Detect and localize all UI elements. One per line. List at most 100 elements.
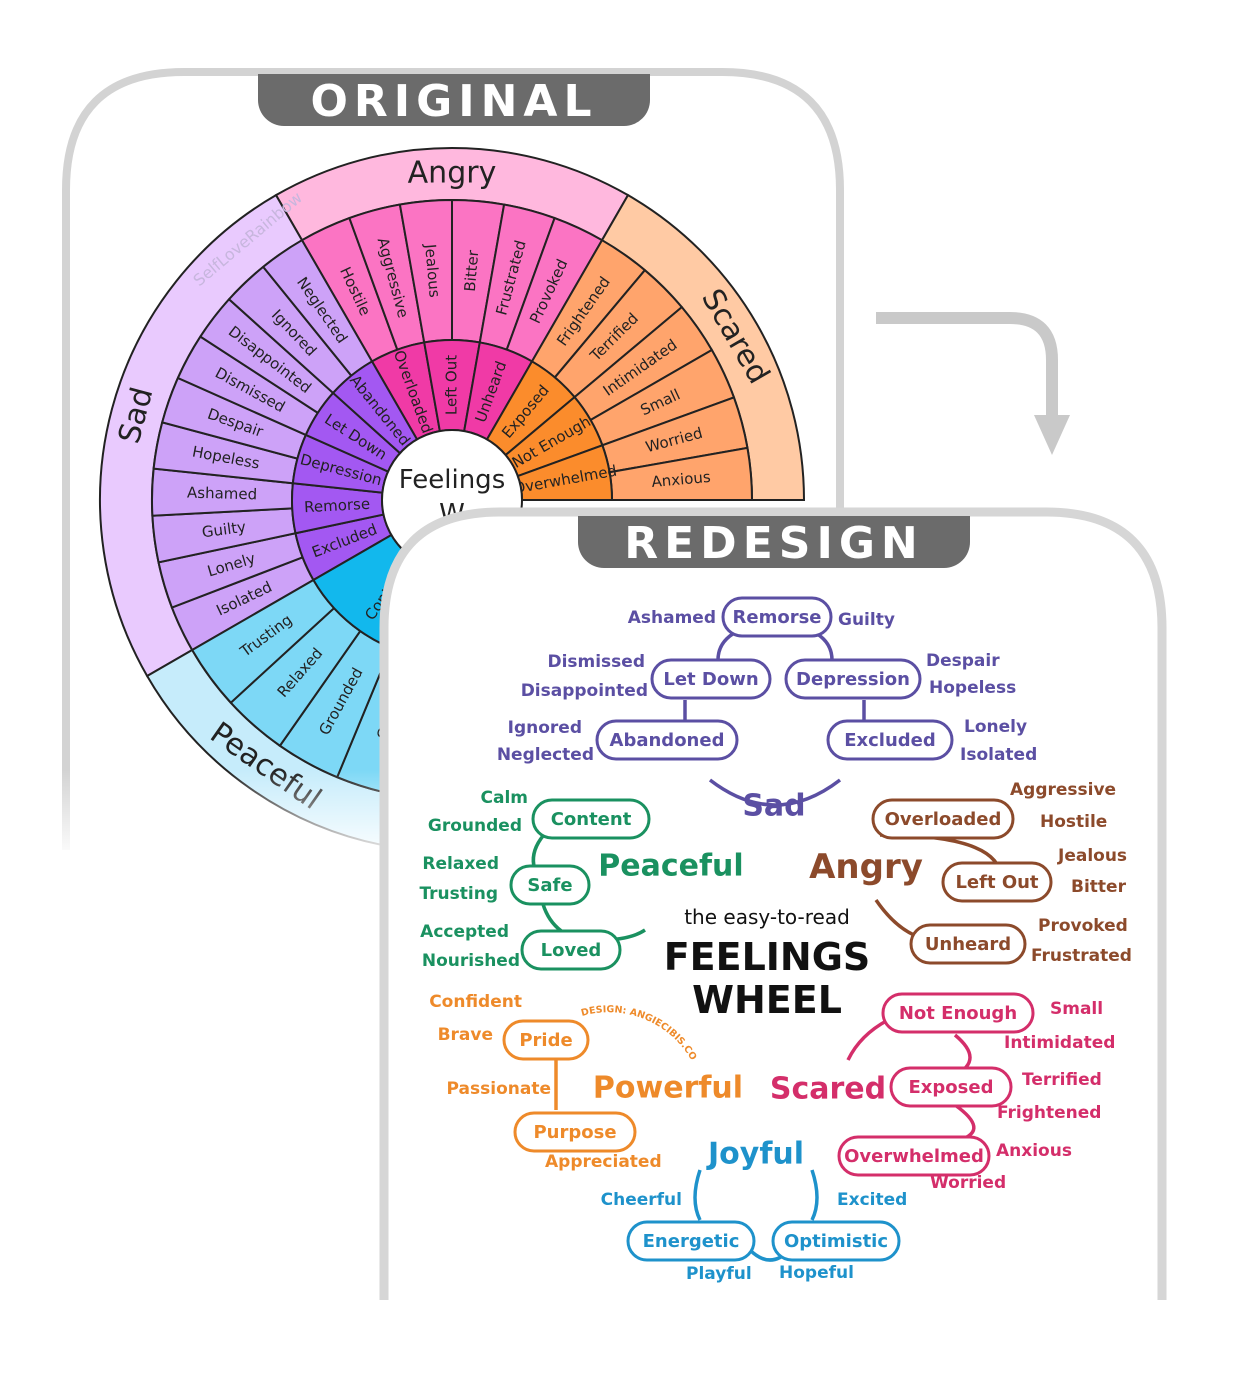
- redesign-word-nourished: Nourished: [422, 951, 520, 971]
- redesign-node-excluded: [826, 719, 954, 761]
- redesign-node-label-safe: Safe: [527, 875, 572, 896]
- original-center-label: Feelings: [399, 465, 506, 495]
- redesign-subtitle: the easy-to-read: [684, 905, 850, 929]
- redesign-word-bitter: Bitter: [1071, 877, 1127, 897]
- redesign-node-energetic: [626, 1220, 756, 1262]
- redesign-node-label-overwhelmed: Overwhelmed: [844, 1146, 984, 1167]
- redesign-node-label-optimistic: Optimistic: [784, 1231, 888, 1252]
- redesign-word-playful: Playful: [686, 1264, 752, 1284]
- redesign-node-label-not-enough: Not Enough: [899, 1003, 1017, 1024]
- redesign-word-relaxed: Relaxed: [422, 854, 499, 874]
- redesign-node-label-exposed: Exposed: [909, 1077, 994, 1098]
- redesign-word-brave: Brave: [438, 1025, 493, 1045]
- redesign-connector: [846, 1018, 889, 1061]
- redesign-node-not-enough: [881, 992, 1035, 1034]
- original-mid-label-remorse: Remorse: [304, 495, 371, 516]
- redesign-node-purpose: [513, 1111, 637, 1153]
- redesign-node-label-unheard: Unheard: [925, 934, 1011, 955]
- redesign-node-label-loved: Loved: [541, 940, 602, 961]
- redesign-node-loved: [520, 929, 622, 971]
- redesign-word-anxious: Anxious: [996, 1141, 1072, 1161]
- original-outer-label-bitter: Bitter: [461, 248, 483, 292]
- redesign-node-unheard: [909, 923, 1027, 965]
- redesign-node-label-pride: Pride: [519, 1030, 572, 1051]
- redesign-arrow-icon: [876, 312, 1070, 455]
- redesign-word-hopeful: Hopeful: [779, 1263, 854, 1283]
- redesign-node-pride: [502, 1019, 590, 1061]
- redesign-word-ignored: Ignored: [508, 718, 582, 738]
- redesign-word-despair: Despair: [926, 651, 1000, 671]
- redesign-word-frightened: Frightened: [997, 1103, 1101, 1123]
- original-mid-label-left-out: Left Out: [443, 355, 461, 415]
- redesign-connector: [810, 1169, 819, 1221]
- redesign-node-overloaded: [871, 798, 1015, 840]
- redesign-word-guilty: Guilty: [838, 610, 895, 630]
- redesign-category-label-powerful: Powerful: [593, 1071, 743, 1106]
- redesign-node-label-energetic: Energetic: [643, 1231, 740, 1252]
- redesign-word-confident: Confident: [429, 992, 522, 1012]
- redesign-node-left-out: [941, 861, 1053, 903]
- redesign-connector: [708, 778, 842, 807]
- redesign-word-ashamed: Ashamed: [628, 608, 716, 628]
- redesign-node-label-depression: Depression: [796, 669, 910, 690]
- redesign-word-trusting: Trusting: [419, 884, 498, 904]
- redesign-node-label-excluded: Excluded: [844, 730, 936, 751]
- redesign-word-calm: Calm: [481, 788, 529, 808]
- redesign-node-overwhelmed: [837, 1135, 991, 1177]
- redesign-word-worried: Worried: [930, 1173, 1006, 1193]
- redesign-node-exposed: [889, 1066, 1013, 1108]
- redesign-word-disappointed: Disappointed: [521, 681, 648, 701]
- redesign-word-small: Small: [1050, 999, 1103, 1019]
- redesign-word-isolated: Isolated: [960, 745, 1037, 765]
- redesign-word-lonely: Lonely: [964, 717, 1027, 737]
- redesign-category-label-scared: Scared: [770, 1072, 886, 1107]
- redesign-word-appreciated: Appreciated: [545, 1152, 662, 1172]
- redesign-node-label-remorse: Remorse: [733, 607, 822, 628]
- original-outer-label-ashamed: Ashamed: [187, 484, 258, 504]
- redesign-badge-label: REDESIGN: [624, 518, 924, 569]
- redesign-word-intimidated: Intimidated: [1004, 1033, 1115, 1053]
- redesign-node-label-left-out: Left Out: [955, 872, 1038, 893]
- redesign-word-hostile: Hostile: [1040, 812, 1107, 832]
- redesign-node-safe: [509, 864, 591, 906]
- redesign-word-cheerful: Cheerful: [601, 1190, 682, 1210]
- original-category-angry: Angry: [408, 156, 497, 191]
- redesign-word-frustrated: Frustrated: [1031, 946, 1132, 966]
- original-outer-label-anxious: Anxious: [651, 468, 712, 491]
- redesign-word-aggressive: Aggressive: [1010, 780, 1116, 800]
- redesign-connector: [693, 1169, 702, 1221]
- redesign-category-label-peaceful: Peaceful: [598, 849, 743, 884]
- redesign-title-line2: WHEEL: [692, 978, 842, 1022]
- redesign-word-accepted: Accepted: [420, 922, 509, 942]
- redesign-node-abandoned: [595, 719, 739, 761]
- redesign-word-excited: Excited: [837, 1190, 907, 1210]
- redesign-word-dismissed: Dismissed: [547, 652, 645, 672]
- redesign-category-joyful: Energetic Optimistic Cheerful ExcitedPlayfu…: [601, 1137, 908, 1285]
- redesign-node-label-let-down: Let Down: [663, 669, 758, 690]
- redesign-node-let-down: [650, 658, 772, 700]
- redesign-title-line1: FEELINGS: [664, 935, 871, 979]
- redesign-node-label-overloaded: Overloaded: [885, 809, 1002, 830]
- redesign-word-grounded: Grounded: [428, 816, 522, 836]
- redesign-word-provoked: Provoked: [1038, 916, 1128, 936]
- redesign-category-label-angry: Angry: [809, 847, 923, 887]
- original-outer-label-jealous: Jealous: [421, 242, 444, 298]
- original-badge-label: ORIGINAL: [310, 76, 597, 127]
- redesign-node-content: [531, 798, 651, 840]
- redesign-node-remorse: [721, 596, 833, 638]
- redesign-category-label-sad: Sad: [742, 789, 805, 824]
- redesign-word-terrified: Terrified: [1022, 1070, 1102, 1090]
- redesign-node-label-abandoned: Abandoned: [610, 730, 725, 751]
- redesign-node-label-purpose: Purpose: [533, 1122, 616, 1143]
- redesign-node-label-content: Content: [551, 809, 632, 830]
- redesign-word-passionate: Passionate: [447, 1079, 551, 1099]
